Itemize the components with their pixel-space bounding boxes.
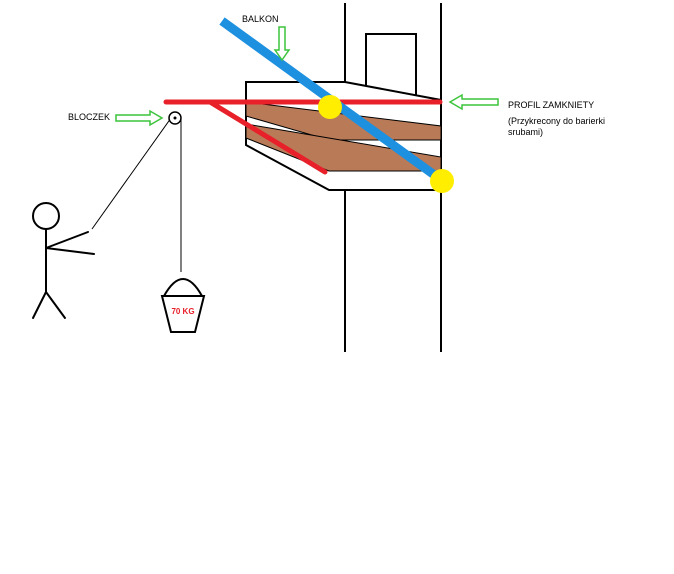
joint-upper: [318, 95, 342, 119]
rope-to-person: [91, 117, 172, 230]
pulley-axle: [173, 116, 177, 120]
figure-arm-upper: [45, 231, 89, 249]
figure-leg-left: [32, 291, 47, 319]
figure-arm-lower: [45, 247, 95, 255]
profile-note: (Przykrecony do barierki srubami): [508, 116, 606, 137]
bucket-weight-label: 70 KG: [171, 307, 195, 316]
profile-label: PROFIL ZAMKNIETY: [508, 100, 595, 110]
pointer-arrows: [115, 26, 499, 127]
ropes: [91, 117, 182, 272]
stick-figure: [32, 202, 95, 319]
bucket: [160, 278, 206, 333]
joint-lower: [430, 169, 454, 193]
arrow-right-icon: [115, 109, 164, 127]
profile-diagonal: [207, 99, 328, 175]
pulley: [168, 111, 182, 125]
bucket-handle: [163, 278, 203, 297]
figure-head: [32, 202, 60, 230]
arrow-left-icon: [448, 93, 499, 111]
figure-leg-right: [45, 291, 66, 319]
closed-profile: [163, 99, 443, 175]
pulley-label: BLOCZEK: [68, 112, 111, 122]
balcony-label: BALKON: [242, 14, 279, 24]
arrow-down-icon: [273, 26, 291, 62]
